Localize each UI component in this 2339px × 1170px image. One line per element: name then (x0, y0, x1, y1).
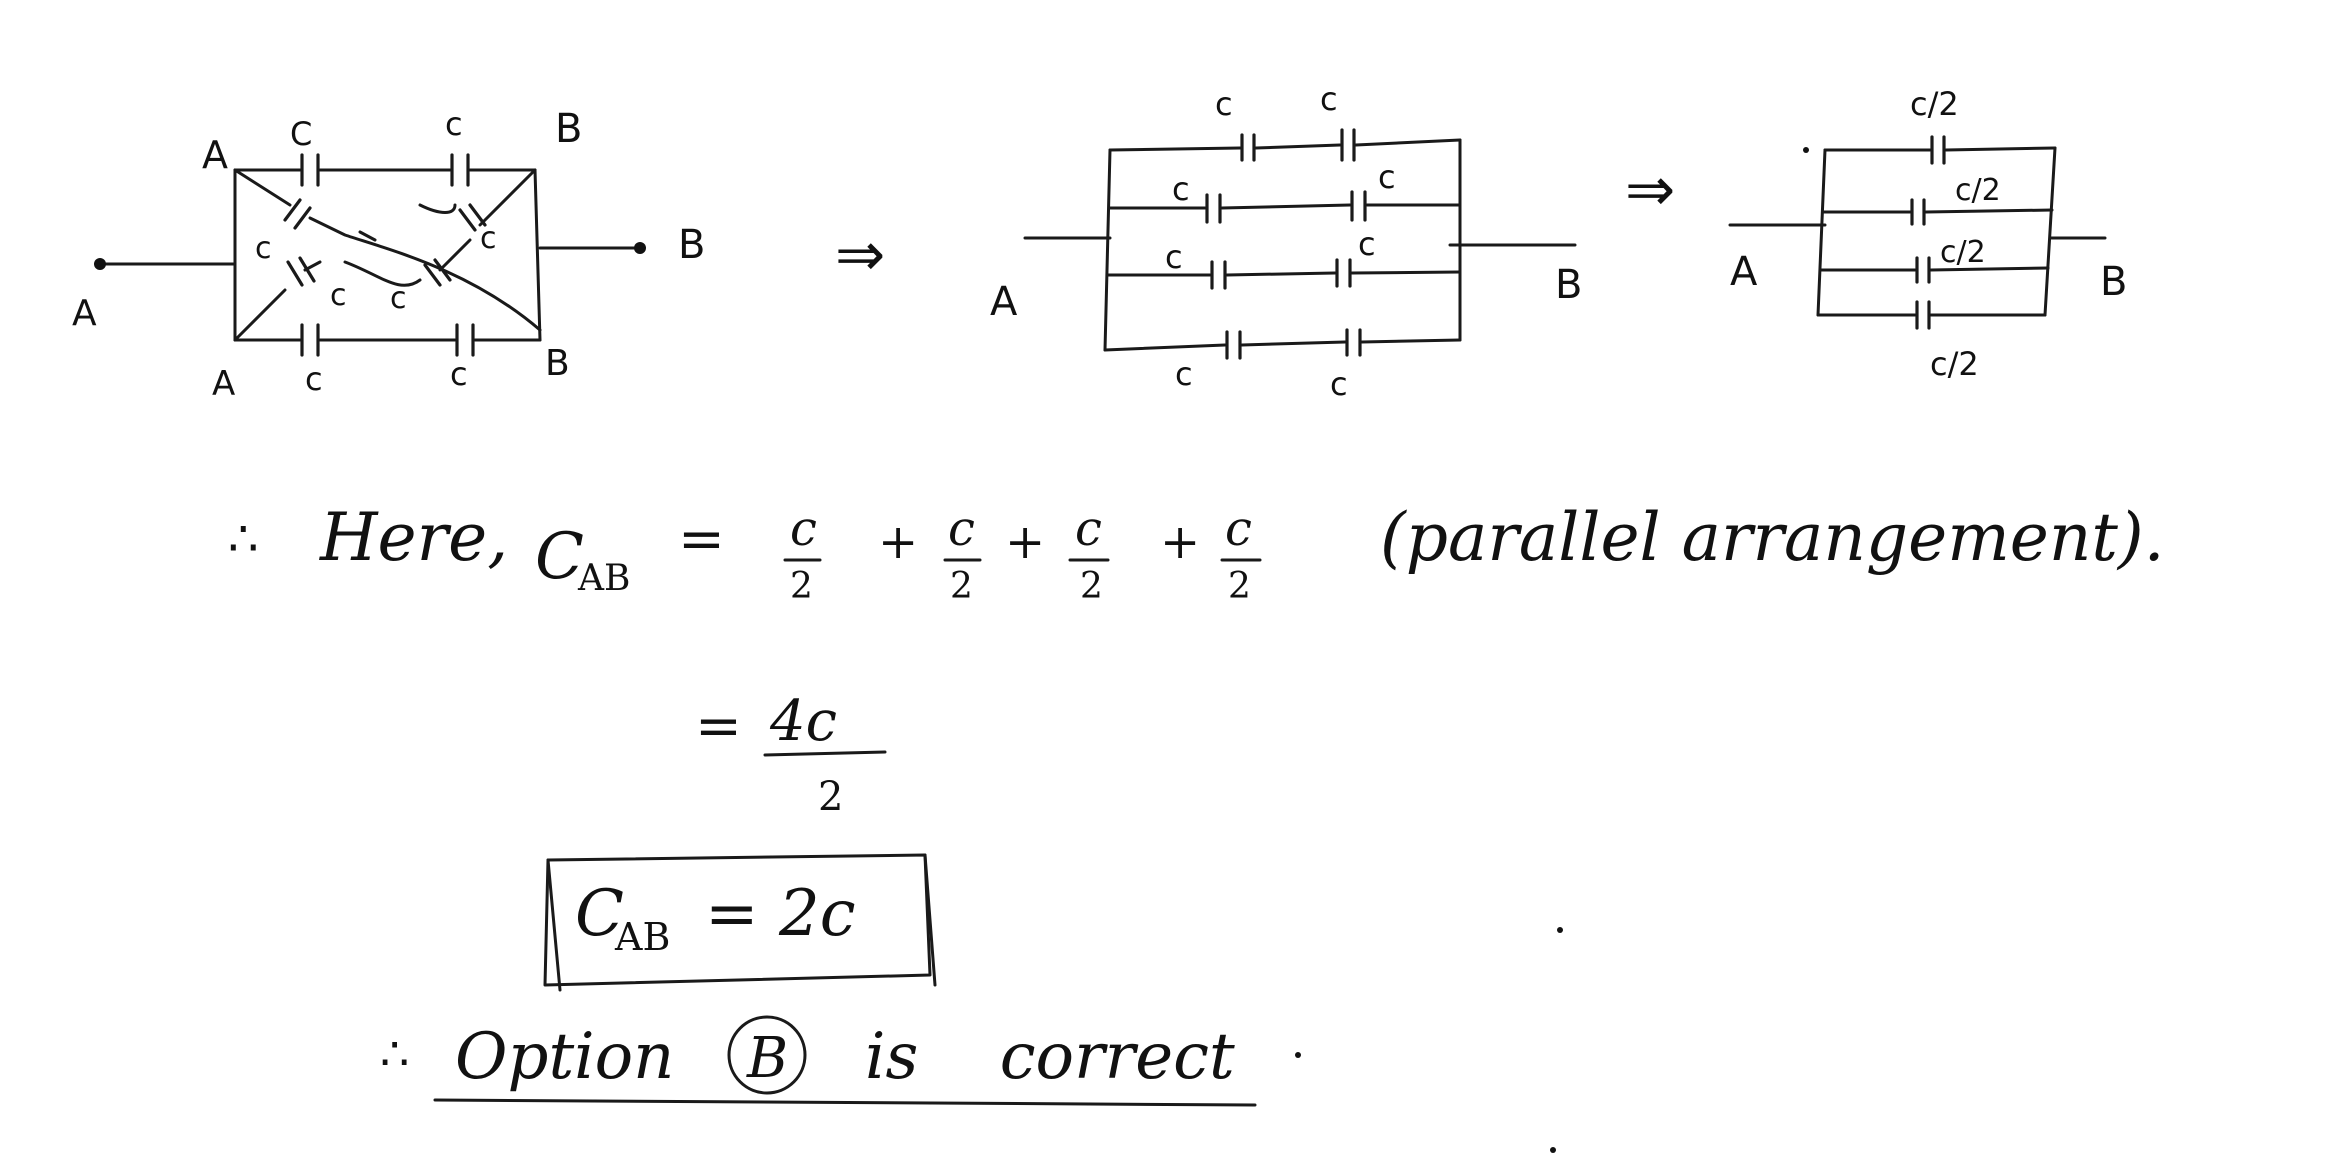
circuit2-row1-right-label: c (1320, 80, 1338, 118)
fraction-4-numerator: c (1225, 501, 1252, 557)
result-symbol: C (575, 877, 624, 951)
transform-arrow-1: ⇒ (835, 220, 885, 290)
plus-sign-3: + (1160, 514, 1200, 570)
circuit2-row3-right-label: c (1358, 225, 1376, 263)
equals-sign-2: = (695, 694, 742, 759)
circuit2-node-b-label: B (1555, 262, 1582, 308)
cap-mid-left-label: c (330, 278, 347, 313)
circuit3-node-a-label: A (1730, 249, 1758, 295)
circuit3-node-b-label: B (2100, 259, 2127, 305)
circuit2-row1-left-label: c (1215, 85, 1233, 123)
circuit2-node-a-label: A (990, 279, 1018, 325)
fraction-2-denominator: 2 (950, 566, 973, 607)
node-b-bottom-label: B (545, 343, 570, 384)
cap-bottom-right-label: c (450, 355, 468, 393)
circuit2-row2-right-label: c (1378, 158, 1396, 196)
fraction-4-denominator: 2 (1228, 566, 1251, 607)
cab-symbol: C (535, 520, 584, 594)
cap-right-diag-label: c (480, 221, 497, 256)
circuit3-row3-label: c/2 (1940, 235, 1986, 270)
result-subscript: AB (614, 915, 670, 959)
conclusion-therefore: ∴ (380, 1027, 409, 1081)
node-a-outer-label: A (72, 293, 97, 334)
fraction-1-denominator: 2 (790, 566, 813, 607)
circuit3-row4-label: c/2 (1930, 345, 1979, 383)
here-label: Here, (319, 499, 508, 576)
fraction-term-2: c 2 (943, 501, 982, 607)
step2-numerator: 4c (769, 689, 837, 754)
option-letter: B (746, 1026, 788, 1091)
circuit3-row2-label: c/2 (1955, 173, 2001, 208)
plus-sign-2: + (1005, 514, 1045, 570)
result-box: C AB = 2c (543, 853, 937, 992)
cab-subscript: AB (577, 558, 630, 599)
cap-left-diag-label: c (255, 231, 272, 266)
conclusion-underline (433, 1098, 1257, 1107)
fraction-2-numerator: c (948, 501, 975, 557)
conclusion-option-word: Option (455, 1020, 674, 1094)
node-a-top-label: A (202, 133, 228, 177)
node-a-bottom-label: A (212, 364, 235, 404)
fraction-3-numerator: c (1075, 501, 1102, 557)
plus-sign-1: + (878, 514, 918, 570)
circuit2-row4-left-label: c (1175, 355, 1193, 393)
therefore-symbol: ∴ (228, 511, 259, 567)
fraction-term-1: c 2 (783, 501, 822, 607)
fraction-3-denominator: 2 (1080, 566, 1103, 607)
circuit3-row1-label: c/2 (1910, 85, 1959, 123)
circuit2-row4-right-label: c (1330, 365, 1348, 403)
transform-arrow-2: ⇒ (1625, 155, 1675, 225)
fraction-term-3: c 2 (1068, 501, 1110, 607)
cap-top-right-label: c (445, 105, 463, 143)
option-circle (727, 1015, 807, 1095)
cap-bottom-left-label: c (305, 360, 323, 398)
parallel-note: (parallel arrangement). (1380, 499, 2165, 576)
step2-denominator: 2 (818, 774, 843, 820)
conclusion-tail: is correct (865, 1020, 1235, 1094)
fraction-1-numerator: c (790, 501, 817, 557)
result-value: = 2c (705, 877, 856, 951)
cap-mid-right-label: c (390, 281, 407, 316)
equals-sign-1: = (678, 507, 725, 572)
circuit2-row2-left-label: c (1172, 170, 1190, 208)
node-b-top-label: B (555, 106, 582, 152)
cap-top-left-label: C (290, 115, 312, 153)
fraction-term-4: c 2 (1220, 501, 1262, 607)
node-b-right-label: B (678, 222, 705, 268)
circuit2-row3-left-label: c (1165, 238, 1183, 276)
